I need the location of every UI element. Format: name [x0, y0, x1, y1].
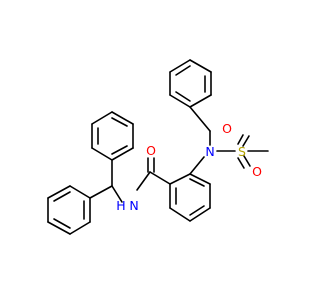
central-benzene-ring: [169, 173, 211, 222]
aromatic-inner-bond: [111, 145, 128, 155]
bond: [91, 147, 113, 161]
bond: [169, 94, 191, 108]
s-o-double-bond: [243, 155, 251, 167]
aromatic-inner-bond: [53, 191, 71, 202]
aromatic-inner-bond: [175, 65, 191, 76]
sulfur-label: S: [238, 144, 246, 159]
bond: [189, 59, 212, 73]
bond: [169, 207, 191, 222]
lower-phenyl-ring: [47, 185, 91, 235]
molecule-canvas: O N H N S O O: [0, 0, 300, 300]
s-o-double-bond: [242, 135, 250, 147]
sulfonyl-group: [237, 134, 269, 169]
aromatic-inner-bond: [189, 178, 205, 187]
bond: [169, 173, 191, 185]
aromatic-inner-bond: [53, 218, 71, 229]
ring-carbonyl-bond: [149, 171, 171, 185]
c-n-amide-bond: [136, 171, 151, 191]
aromatic-inner-bond: [175, 91, 191, 102]
molecule-structure: O N H N S O O: [0, 0, 300, 300]
ch-phenyl-bond: [89, 185, 113, 199]
bond: [111, 147, 134, 161]
n-aryl-bond: [189, 156, 205, 175]
bond: [189, 173, 211, 185]
carbonyl-oxygen-label: O: [146, 143, 156, 158]
benzyl-phenyl-ring: [169, 59, 212, 108]
sulfonyl-oxygen-label: O: [252, 164, 262, 179]
bond: [47, 185, 71, 199]
bond: [69, 185, 91, 199]
sulfonamide-nitrogen-label: N: [205, 144, 214, 159]
bond: [169, 59, 191, 73]
bond: [189, 207, 211, 222]
bond: [111, 111, 134, 125]
s-o-double-bond: [237, 134, 244, 145]
upper-phenyl-ring: [91, 111, 134, 161]
amide-nitrogen-label: N: [129, 198, 138, 213]
amide-hydrogen-label: H: [116, 198, 125, 213]
bond: [47, 221, 71, 235]
n-ch-bond: [111, 185, 123, 203]
background: [0, 0, 300, 300]
bond: [69, 221, 91, 235]
benzyl-ch2-bond: [189, 106, 211, 132]
bond: [91, 111, 113, 125]
s-o-double-bond: [237, 157, 245, 169]
bond: [189, 94, 212, 108]
aromatic-inner-bond: [111, 117, 128, 127]
sulfonyl-oxygen-label: O: [222, 121, 232, 136]
aromatic-inner-bond: [189, 205, 205, 216]
